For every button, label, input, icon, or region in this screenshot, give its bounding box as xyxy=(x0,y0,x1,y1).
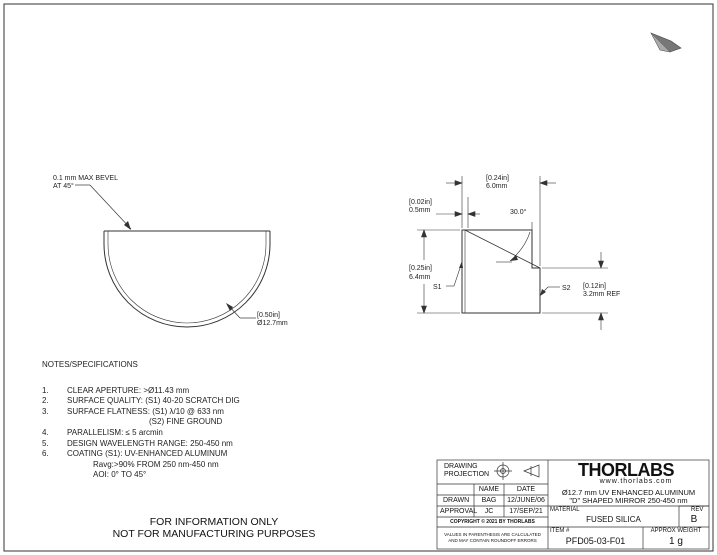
drawn-label: DRAWN xyxy=(443,497,470,504)
description-line2: "D" SHAPED MIRROR 250-450 nm xyxy=(569,496,688,505)
rev-value: B xyxy=(690,514,698,525)
material-value: FUSED SILICA xyxy=(586,515,641,524)
bevel-note-line1: 0.1 mm MAX BEVEL xyxy=(53,175,118,182)
description-line1: Ø12.7 mm UV ENHANCED ALUMINUM xyxy=(561,488,696,497)
angle-arrowhead xyxy=(510,255,518,261)
name-header: NAME xyxy=(478,486,500,493)
thorlabs-logo: THORLABS xyxy=(578,460,675,480)
approval-name: JC xyxy=(484,508,494,515)
note-text: AOI: 0° TO 45° xyxy=(93,470,147,480)
note-number: 2. xyxy=(42,396,49,406)
note-text: SURFACE QUALITY: (S1) 40-20 SCRATCH DIG xyxy=(67,396,240,406)
approval-date: 17/SEP/21 xyxy=(509,508,543,515)
item-number: PFD05-03-F01 xyxy=(565,536,626,546)
notes-heading: NOTES/SPECIFICATIONS xyxy=(42,360,138,369)
note-text: DESIGN WAVELENGTH RANGE: 250-450 nm xyxy=(67,438,233,448)
s1-arrowhead xyxy=(459,261,463,268)
weight-value: 1 g xyxy=(669,536,683,547)
note-text: (S2) FINE GROUND xyxy=(149,417,223,427)
note-number: 5. xyxy=(42,438,49,448)
bevel-arrowhead xyxy=(124,221,131,230)
note-number xyxy=(42,470,67,481)
note-item: Ravg:>90% FROM 250 nm-450 nm xyxy=(42,460,240,471)
note-number: 3. xyxy=(42,406,49,416)
extension-lines xyxy=(417,176,608,314)
bevel-leader xyxy=(75,184,132,230)
note-number: 6. xyxy=(42,449,49,459)
title-block-grid xyxy=(436,459,710,550)
ref-mm: 3.2mm REF xyxy=(583,291,620,298)
projection-symbol xyxy=(494,462,540,480)
note-item: 2. SURFACE QUALITY: (S1) 40-20 SCRATCH DI… xyxy=(42,396,240,407)
note-text: CLEAR APERTURE: >Ø11.43 mm xyxy=(67,385,190,395)
bevel-note-line2: AT 45° xyxy=(53,182,74,190)
part-3d-preview xyxy=(650,32,682,53)
dim-ref xyxy=(598,252,604,330)
rounding-note-1: VALUES IN PARENTHESIS ARE CALCULATED xyxy=(444,532,541,537)
diameter-in: [0.50in] xyxy=(257,312,280,319)
drawn-date: 12/JUNE/06 xyxy=(507,497,545,504)
disclaimer-line2: NOT FOR MANUFACTURING PURPOSES xyxy=(112,528,316,540)
dim-angle xyxy=(496,222,533,263)
copyright: COPYRIGHT © 2021 BY THORLABS xyxy=(450,519,535,525)
diameter-mm: Ø12.7mm xyxy=(257,320,288,327)
side-view xyxy=(461,229,541,314)
rev-label: REV xyxy=(691,507,704,513)
s2-arrowhead xyxy=(540,289,546,296)
thorlabs-website: www.thorlabs.com xyxy=(599,478,673,485)
edge-mm: 0.5mm xyxy=(409,207,431,214)
disclaimer-line1: FOR INFORMATION ONLY xyxy=(149,516,279,528)
height-mm: 6.4mm xyxy=(409,274,431,281)
projection-label-2: PROJECTION xyxy=(444,471,490,478)
approval-label: APPROVAL xyxy=(440,508,478,515)
note-number: 1. xyxy=(42,385,49,395)
note-text: SURFACE FLATNESS: (S1) λ/10 @ 633 nm xyxy=(67,406,224,416)
s1-leader xyxy=(446,261,463,287)
note-text: PARALLELISM: ≤ 5 arcmin xyxy=(67,427,163,437)
s1-label: S1 xyxy=(433,284,442,291)
note-item: (S2) FINE GROUND xyxy=(42,417,240,428)
top-width-mm: 6.0mm xyxy=(486,183,508,190)
note-item: 5. DESIGN WAVELENGTH RANGE: 250-450 nm xyxy=(42,439,240,450)
sheet-border xyxy=(3,3,714,552)
height-in: [0.25in] xyxy=(409,265,432,272)
note-number xyxy=(42,417,67,428)
angle-label: 30.0° xyxy=(510,208,527,216)
item-label: ITEM # xyxy=(550,528,570,534)
note-item: 3. SURFACE FLATNESS: (S1) λ/10 @ 633 nm xyxy=(42,407,240,418)
projection-label-1: DRAWING xyxy=(444,463,478,470)
material-label: MATERIAL xyxy=(550,507,580,513)
note-text: Ravg:>90% FROM 250 nm-450 nm xyxy=(93,459,219,469)
note-text: COATING (S1): UV-ENHANCED ALUMINUM xyxy=(67,449,228,459)
disclaimer: FOR INFORMATION ONLY NOT FOR MANUFACTURI… xyxy=(104,516,324,540)
notes-section: NOTES/SPECIFICATIONS 1. CLEAR APERTURE: >… xyxy=(42,360,240,481)
diameter-arrowhead xyxy=(226,303,233,311)
dim-height xyxy=(421,229,427,314)
note-item: 4. PARALLELISM: ≤ 5 arcmin xyxy=(42,428,240,439)
rounding-note-2: AND MAY CONTAIN ROUNDOFF ERRORS xyxy=(448,538,537,543)
edge-in: [0.02in] xyxy=(409,199,432,206)
note-item: AOI: 0° TO 45° xyxy=(42,470,240,481)
dim-top-width xyxy=(446,180,556,186)
front-view xyxy=(103,230,271,328)
weight-label: APPROX WEIGHT xyxy=(650,528,702,534)
note-item: 1. CLEAR APERTURE: >Ø11.43 mm xyxy=(42,386,240,397)
note-item: 6. COATING (S1): UV-ENHANCED ALUMINUM xyxy=(42,449,240,460)
note-number: 4. xyxy=(42,427,49,437)
s2-label: S2 xyxy=(562,285,571,292)
dim-edge xyxy=(436,211,480,217)
ref-in: [0.12in] xyxy=(583,283,606,290)
top-width-in: [0.24in] xyxy=(486,175,509,182)
date-header: DATE xyxy=(516,486,536,493)
drawn-name: BAG xyxy=(481,497,497,504)
note-number xyxy=(42,460,67,471)
